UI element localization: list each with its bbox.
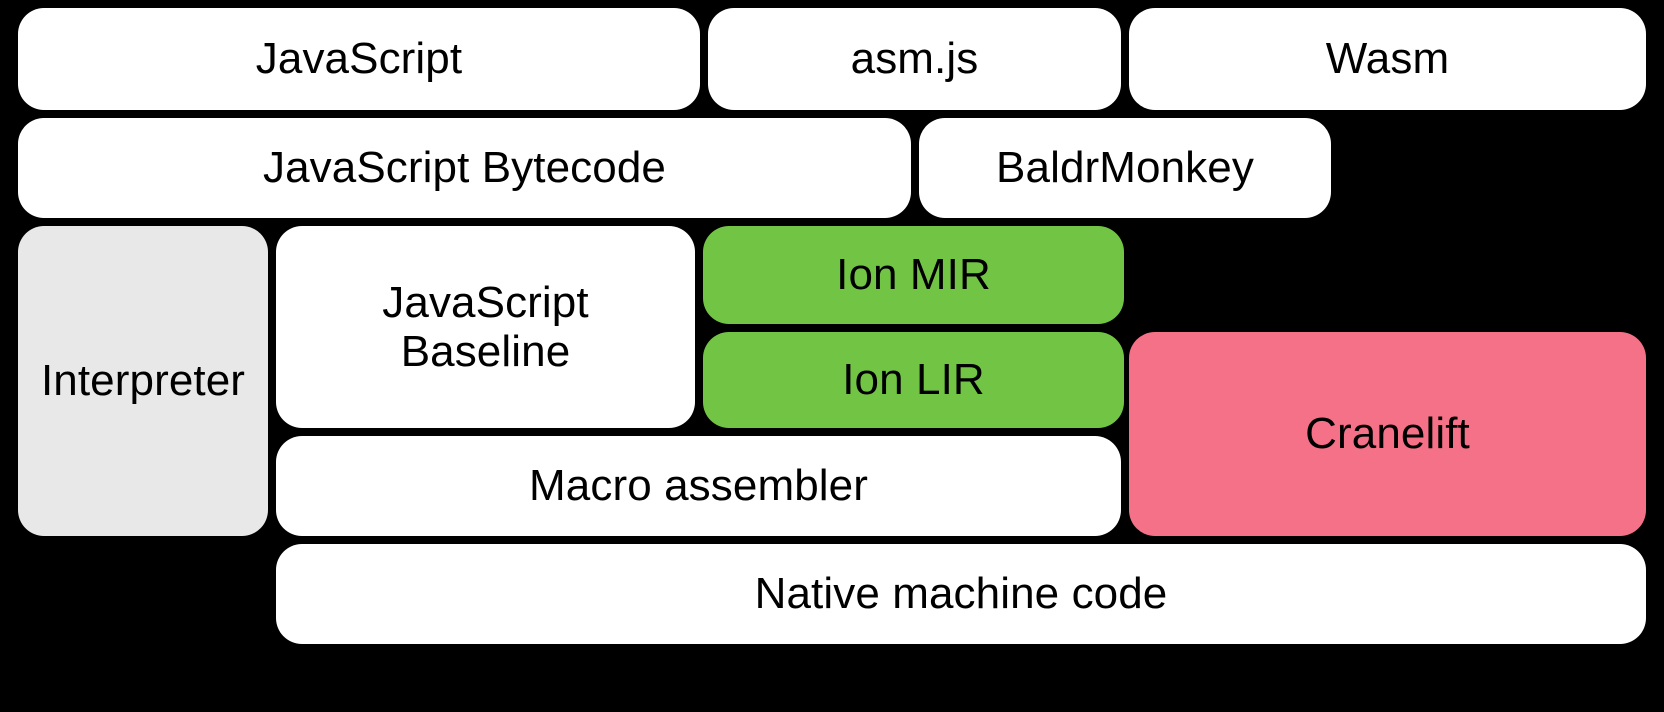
node-interpreter: Interpreter (18, 226, 268, 536)
node-baldrmonkey: BaldrMonkey (919, 118, 1331, 218)
node-native-machine-code: Native machine code (276, 544, 1646, 644)
node-ion-mir: Ion MIR (703, 226, 1124, 324)
node-javascript-bytecode: JavaScript Bytecode (18, 118, 911, 218)
node-wasm: Wasm (1129, 8, 1646, 110)
node-macro-assembler: Macro assembler (276, 436, 1121, 536)
node-asm-js: asm.js (708, 8, 1121, 110)
node-javascript-baseline: JavaScript Baseline (276, 226, 695, 428)
node-cranelift: Cranelift (1129, 332, 1646, 536)
node-ion-lir: Ion LIR (703, 332, 1124, 428)
node-javascript: JavaScript (18, 8, 700, 110)
